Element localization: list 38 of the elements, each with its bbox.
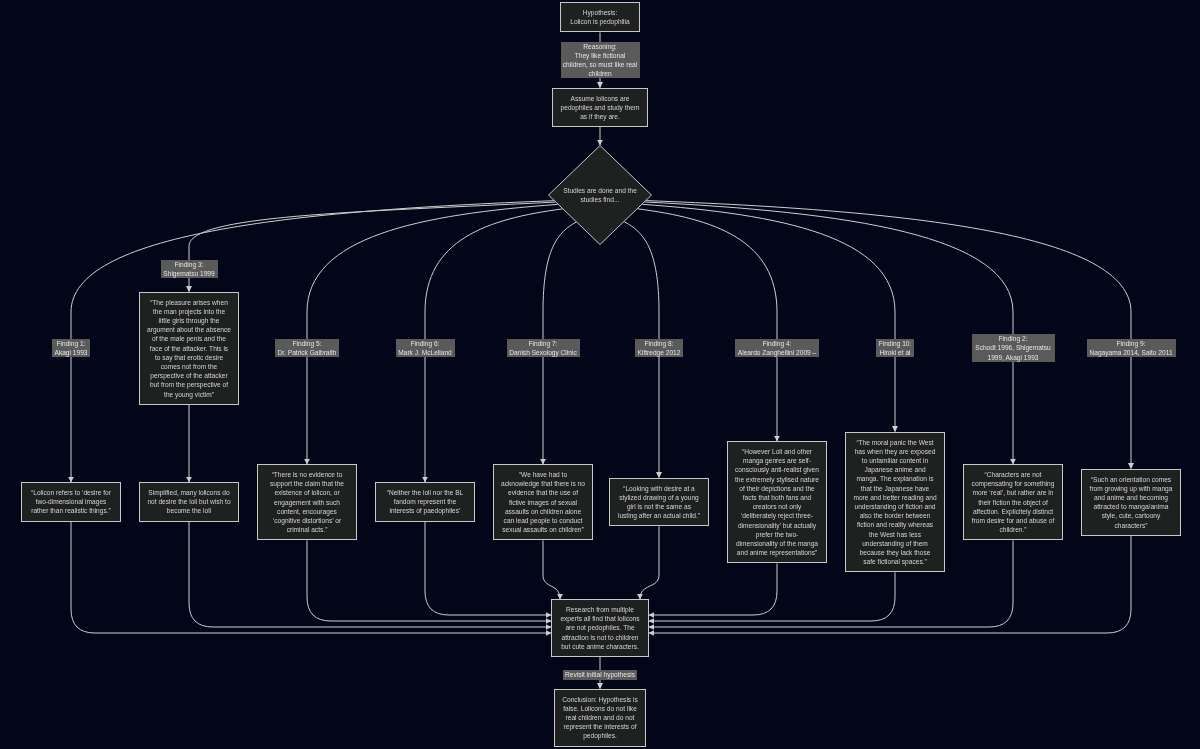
quote-box xyxy=(493,464,593,541)
arrow xyxy=(422,208,563,483)
quote-box xyxy=(609,477,709,527)
quote-box xyxy=(1081,468,1181,536)
arrow xyxy=(637,525,660,600)
process-box xyxy=(554,688,646,747)
process-box xyxy=(551,599,649,657)
arrow xyxy=(641,203,898,433)
arrow xyxy=(186,404,192,483)
arrow xyxy=(306,539,552,624)
arrow xyxy=(540,221,577,465)
arrow xyxy=(644,201,1016,465)
quote-box xyxy=(963,464,1063,541)
process-box xyxy=(139,482,239,522)
quote-box xyxy=(845,431,945,573)
arrow xyxy=(70,521,552,636)
decision-diamond xyxy=(548,145,652,245)
quote-box xyxy=(375,482,475,522)
arrow xyxy=(637,208,780,442)
arrow xyxy=(648,539,1014,630)
arrow xyxy=(188,521,552,630)
arrow xyxy=(68,200,555,483)
arrow xyxy=(648,562,778,618)
quote-box xyxy=(727,441,827,564)
arrow xyxy=(186,201,556,293)
quote-box xyxy=(257,464,357,541)
process-box xyxy=(560,2,640,33)
arrow xyxy=(645,200,1134,470)
arrow xyxy=(648,535,1132,636)
arrow xyxy=(542,539,563,600)
arrow xyxy=(597,126,603,146)
process-box xyxy=(552,87,648,128)
arrow xyxy=(304,203,559,465)
quote-box xyxy=(139,291,239,405)
arrow xyxy=(424,521,552,618)
quote-box xyxy=(21,482,121,522)
arrow xyxy=(623,221,662,479)
arrow xyxy=(648,571,896,624)
